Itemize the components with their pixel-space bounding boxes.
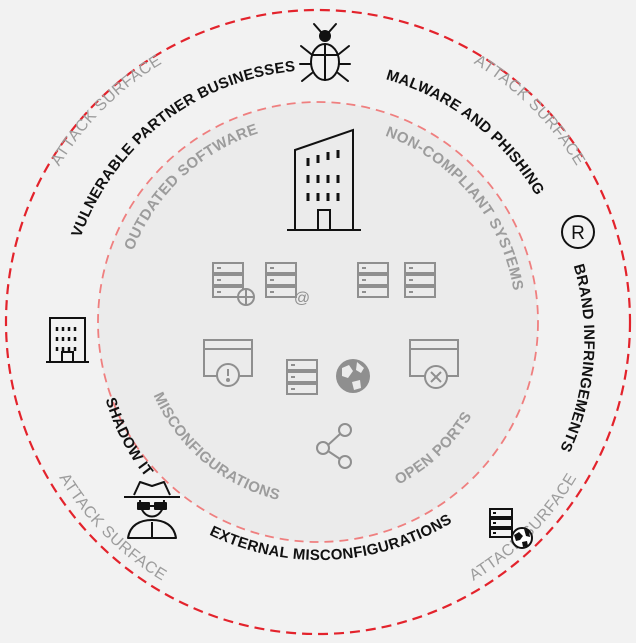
window-error-icon: [409, 339, 459, 389]
outdated-server-globe-icon: [212, 262, 255, 306]
attack-surface-label-topright: ATTACK SURFACE: [471, 52, 588, 169]
servers-globe-icon: [286, 359, 370, 395]
outer-dashed-ring: [4, 8, 632, 636]
inner-dashed-ring: [97, 101, 539, 543]
registered-trademark-icon: R: [561, 215, 595, 249]
inner-disc: [98, 102, 538, 542]
spy-icon: [124, 481, 180, 539]
svg-text:R: R: [571, 223, 585, 244]
building-icon: [46, 317, 89, 363]
attack-surface-label-topleft: ATTACK SURFACE: [48, 52, 165, 169]
outdated-server-at-icon: [265, 262, 297, 298]
label-brand-infringements: BRAND INFRINGEMENTS: [556, 262, 597, 455]
bug-icon: [299, 23, 351, 82]
office-tower-icon: [287, 128, 361, 231]
at-sign-icon: @: [294, 290, 310, 307]
share-nodes-icon: [316, 423, 352, 469]
noncompliant-servers-icon: [357, 262, 436, 298]
server-globe-icon: [489, 508, 533, 549]
window-warning-icon: [203, 339, 253, 387]
